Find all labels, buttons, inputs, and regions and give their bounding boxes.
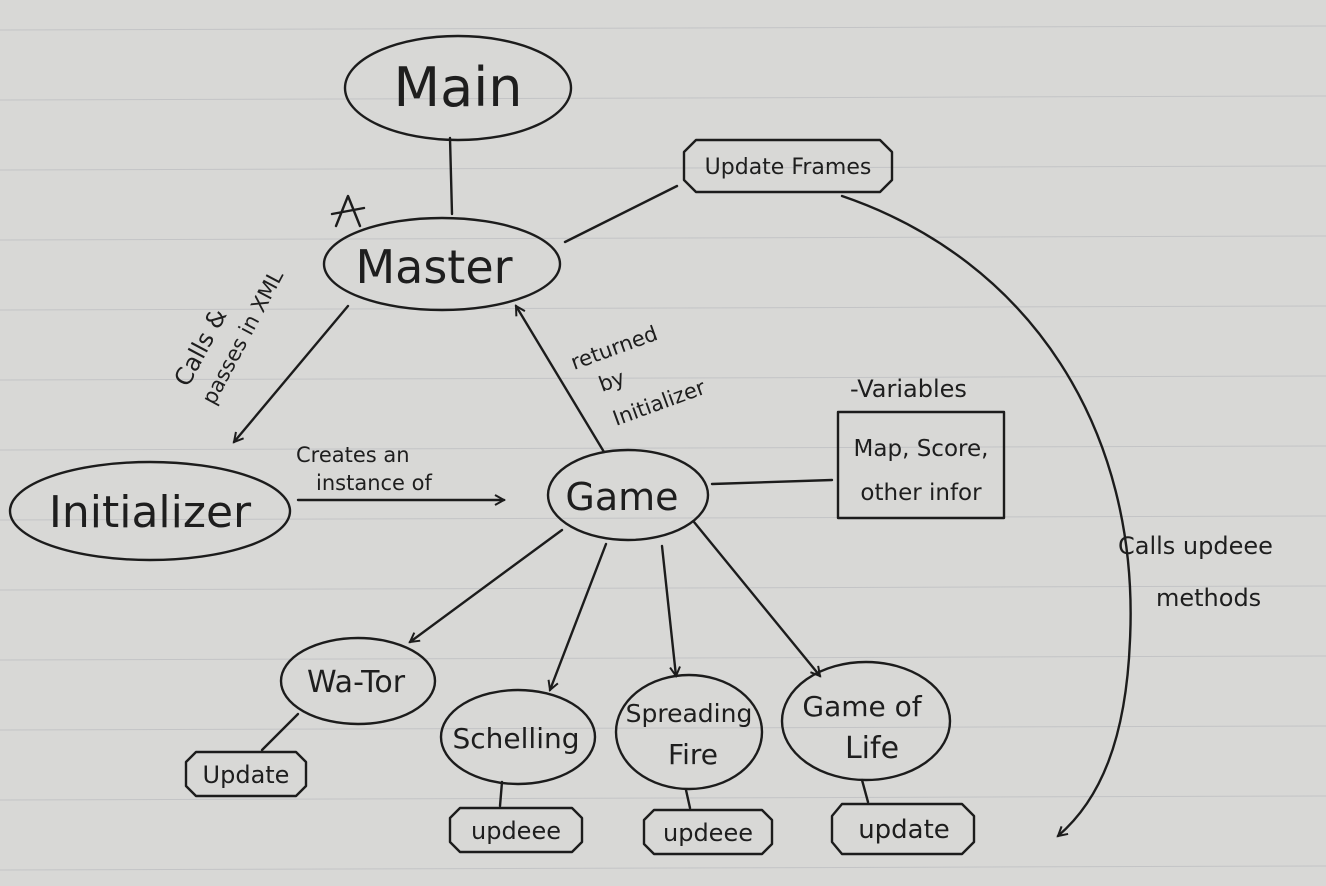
- edge-schelling-update: [498, 780, 504, 808]
- box-update-life-label: update: [858, 815, 950, 845]
- connectors: [234, 136, 1132, 836]
- node-master-label: Master: [355, 240, 512, 294]
- arrow-calls-update-methods: [840, 194, 1132, 836]
- label-calls-update-line2: methods: [1156, 584, 1261, 612]
- node-game-label: Game: [565, 475, 678, 519]
- arrow-game-schelling: [550, 542, 608, 690]
- label-creates-line2: instance of: [316, 471, 432, 495]
- node-fire-label-line2: Fire: [668, 738, 718, 771]
- edge-game-variables: [710, 478, 834, 486]
- arrow-master-initializer: [234, 304, 350, 442]
- edge-fire-update: [684, 788, 692, 810]
- node-game-of-life: Game of Life: [780, 660, 952, 782]
- node-game: Game: [546, 448, 710, 542]
- box-update-wator: Update: [184, 750, 308, 798]
- edge-main-master: [448, 136, 454, 216]
- edge-life-update: [860, 778, 870, 804]
- variables-line1: Map, Score,: [854, 436, 989, 462]
- node-master: Master: [322, 216, 562, 312]
- box-update-schelling-label: updeee: [471, 817, 561, 845]
- node-schelling: Schelling: [439, 688, 597, 786]
- arrow-game-master: [514, 306, 606, 454]
- box-update-fire-label: updeee: [663, 819, 753, 847]
- box-update-schelling: updeee: [448, 806, 584, 854]
- label-returned-line2: by: [596, 365, 628, 396]
- arrow-game-fire: [660, 544, 676, 676]
- box-update-fire: updeee: [642, 808, 774, 856]
- box-update-frames-label: Update Frames: [705, 155, 872, 180]
- node-spreading-fire: Spreading Fire: [614, 673, 764, 791]
- node-main: Main: [343, 34, 573, 142]
- node-wator-label: Wa-Tor: [307, 665, 406, 700]
- variables-line2: other infor: [860, 480, 982, 506]
- box-update-life: update: [830, 802, 976, 856]
- variables-box: -Variables Map, Score, other infor: [836, 375, 1006, 520]
- box-update-frames: Update Frames: [682, 138, 894, 194]
- node-main-label: Main: [394, 56, 523, 119]
- box-update-wator-label: Update: [203, 761, 290, 789]
- node-initializer: Initializer: [8, 460, 292, 562]
- node-life-label-line2: Life: [845, 731, 899, 766]
- node-schelling-label: Schelling: [453, 722, 580, 755]
- arrow-game-wator: [410, 528, 564, 642]
- node-wator: Wa-Tor: [279, 636, 437, 726]
- edge-wator-update: [260, 712, 300, 752]
- node-fire-label-line1: Spreading: [626, 699, 753, 728]
- edge-labels: Calls & passes in XML Creates an instanc…: [169, 266, 1273, 612]
- triangle-mark-icon: [330, 194, 366, 228]
- variables-header: -Variables: [850, 375, 967, 403]
- label-creates-line1: Creates an: [296, 443, 410, 467]
- label-calls-update-line1: Calls updeee: [1118, 532, 1273, 560]
- node-life-label-line1: Game of: [802, 690, 922, 723]
- edge-master-update-frames: [563, 184, 679, 244]
- node-initializer-label: Initializer: [49, 487, 252, 538]
- paper-rules: [0, 25, 1326, 871]
- arrow-game-life: [692, 520, 820, 676]
